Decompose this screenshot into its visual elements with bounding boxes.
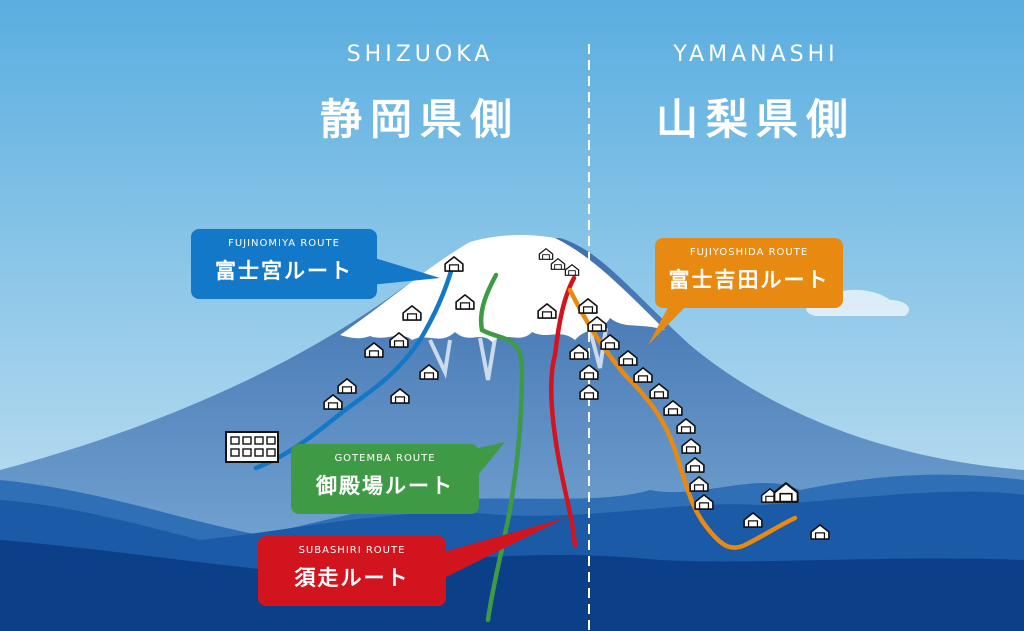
fujiyoshida-route-label[interactable]: FUJIYOSHIDA ROUTE 富士吉田ルート xyxy=(655,238,843,308)
region-label-yamanashi-jp: 山梨県側 xyxy=(655,95,856,144)
subashiri-route-label[interactable]: SUBASHIRI ROUTE 須走ルート xyxy=(258,536,446,606)
region-label-shizuoka-jp: 静岡県側 xyxy=(319,95,520,144)
fujiyoshida-route-line xyxy=(567,287,798,550)
gotemba-route-label[interactable]: GOTEMBA ROUTE 御殿場ルート xyxy=(291,444,479,514)
fujinomiya-pointer xyxy=(365,255,440,285)
fujiyoshida-route-name-jp: 富士吉田ルート xyxy=(668,268,830,292)
foothill-front xyxy=(0,540,1024,631)
gotemba-route-name-en: GOTEMBA ROUTE xyxy=(334,453,436,464)
region-label-yamanashi-en: YAMANASHI xyxy=(673,42,839,67)
fujinomiya-route-name-en: FUJINOMIYA ROUTE xyxy=(228,238,340,249)
subashiri-route-line xyxy=(549,275,578,548)
fujiyoshida-route-name-en: FUJIYOSHIDA ROUTE xyxy=(689,247,809,258)
subashiri-route-name-jp: 須走ルート xyxy=(294,566,410,590)
subashiri-route-name-en: SUBASHIRI ROUTE xyxy=(298,545,406,556)
region-label-shizuoka-en: SHIZUOKA xyxy=(346,42,494,67)
station-building-icon xyxy=(225,431,279,463)
gotemba-route-name-jp: 御殿場ルート xyxy=(316,474,454,498)
fujinomiya-route-name-jp: 富士宮ルート xyxy=(215,259,353,283)
fujinomiya-route-label[interactable]: FUJINOMIYA ROUTE 富士宮ルート xyxy=(191,229,377,299)
fujinomiya-route-line xyxy=(253,265,455,471)
subashiri-pointer xyxy=(415,518,565,585)
fujiyoshida-pointer xyxy=(648,300,692,345)
gotemba-route-line xyxy=(478,272,525,623)
